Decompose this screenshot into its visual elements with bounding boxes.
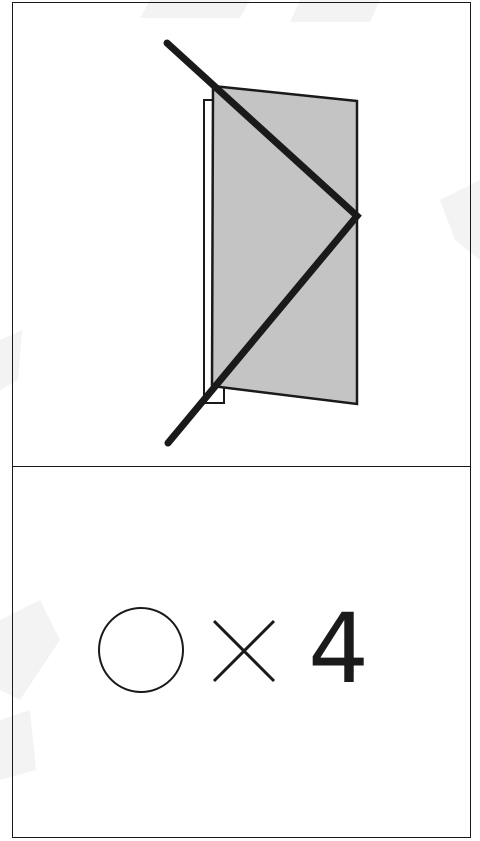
quantity-row: 4 <box>12 467 471 838</box>
times-icon <box>208 615 280 687</box>
circle-icon <box>98 607 184 693</box>
count-label: 4 <box>308 599 369 699</box>
fold-illustration <box>0 0 480 470</box>
